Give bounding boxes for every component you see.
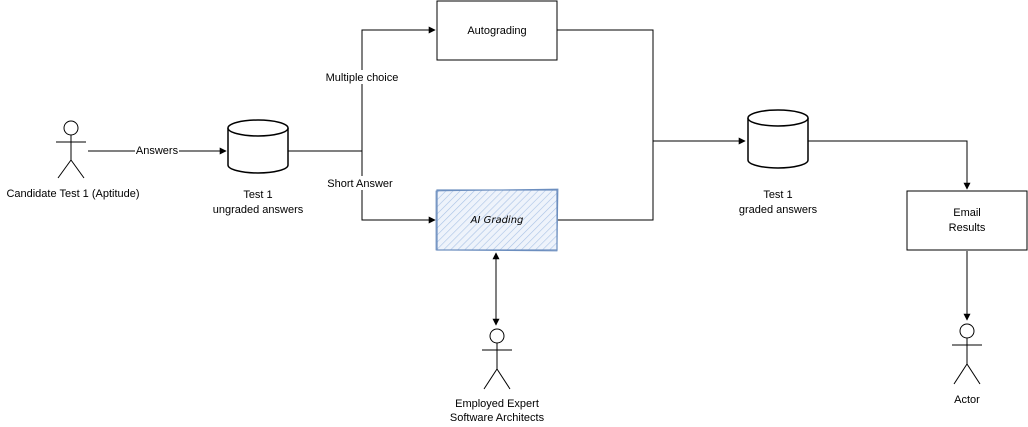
experts-actor[interactable]	[482, 328, 512, 390]
experts-label-1: Employed Expert	[455, 398, 539, 410]
short-answer-edge[interactable]	[361, 151, 436, 224]
graded-label-1: Test 1	[763, 189, 792, 201]
email-results-box[interactable]	[906, 190, 1028, 251]
multiple-choice-edge[interactable]	[288, 26, 436, 152]
short-answer-label: Short Answer	[327, 178, 393, 190]
ungraded-label-1: Test 1	[243, 189, 272, 201]
graded-label-2: graded answers	[739, 204, 818, 216]
recipient-actor[interactable]	[952, 323, 982, 385]
answers-label: Answers	[136, 145, 179, 157]
connectors	[88, 26, 971, 326]
autograding-out-edge[interactable]	[557, 29, 746, 145]
autograding-label: Autograding	[467, 25, 526, 37]
candidate-actor[interactable]	[56, 120, 86, 179]
email-label-2: Results	[949, 222, 986, 234]
email-label-1: Email	[953, 207, 981, 219]
ungraded-label-2: ungraded answers	[213, 204, 304, 216]
graded-to-email-edge[interactable]	[808, 140, 971, 190]
ai-grading-box[interactable]	[435, 188, 559, 252]
ai-grading-out-edge[interactable]	[557, 141, 654, 221]
multiple-choice-label: Multiple choice	[326, 72, 399, 84]
actor-label: Actor	[954, 394, 980, 406]
graded-datastore[interactable]	[747, 109, 809, 169]
ungraded-datastore[interactable]	[227, 119, 289, 174]
autograding-box[interactable]	[436, 0, 558, 61]
ai-grading-label: AI Grading	[470, 215, 524, 226]
experts-label-2: Software Architects	[450, 412, 545, 424]
candidate-label: Candidate Test 1 (Aptitude)	[6, 188, 139, 200]
